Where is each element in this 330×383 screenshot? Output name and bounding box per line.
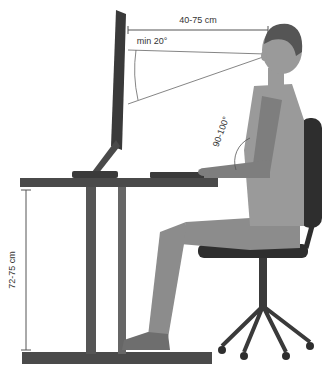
monitor-stand — [92, 140, 120, 174]
hair — [264, 24, 302, 56]
dimension-tick — [128, 26, 129, 34]
elbow-angle-arc — [235, 138, 250, 170]
sight-line — [128, 50, 266, 54]
desk-leg — [118, 186, 126, 354]
chair-back-support — [306, 226, 312, 248]
chair-base — [222, 306, 310, 352]
shoe — [122, 332, 170, 350]
sight-line — [128, 56, 266, 104]
chair-caster — [240, 352, 248, 360]
distance-label: 40-75 cm — [177, 16, 219, 26]
height-dimension-line — [26, 190, 27, 350]
hand — [198, 168, 210, 176]
dimension-tick — [21, 190, 31, 191]
angle-arc — [135, 50, 138, 100]
chair-caster — [218, 346, 226, 354]
forearm — [204, 160, 270, 178]
nose — [261, 51, 267, 61]
torso — [244, 84, 304, 226]
shin — [148, 222, 186, 338]
chair-caster — [306, 342, 314, 350]
elbow-angle-label: 90-100° — [211, 114, 232, 151]
chair-column — [259, 258, 267, 308]
desk-leg — [86, 186, 96, 354]
monitor-foot — [72, 171, 118, 178]
angle-label: min 20° — [135, 37, 170, 47]
distance-line — [128, 30, 268, 31]
chair-caster — [282, 352, 290, 360]
desk-top — [20, 178, 218, 187]
desk-base — [22, 352, 212, 364]
dimension-tick — [21, 350, 31, 351]
monitor-screen — [111, 10, 126, 150]
height-label: 72-75 cm — [8, 249, 18, 291]
